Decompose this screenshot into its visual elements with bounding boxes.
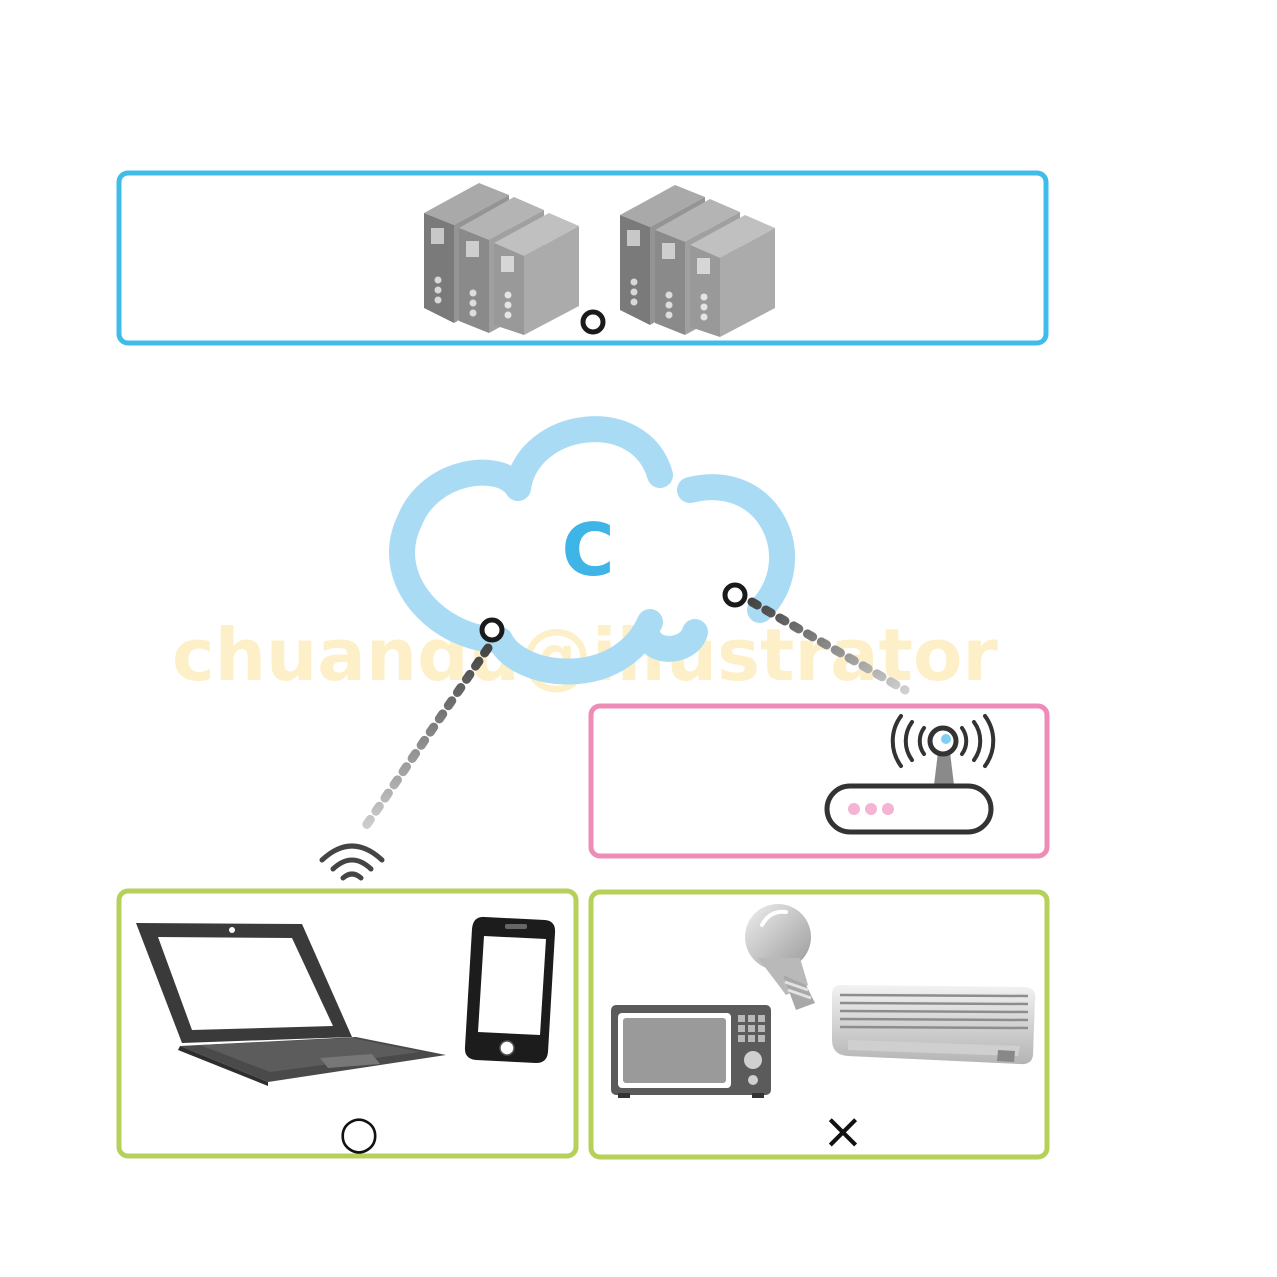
laptop-icon: [136, 923, 446, 1086]
watermark: chuandu@illustrator: [172, 613, 998, 697]
microwave-icon: [611, 1005, 771, 1098]
server-rack-icon: [620, 185, 775, 337]
connection-node-icon: [583, 312, 603, 332]
air-conditioner-icon: [832, 985, 1036, 1065]
cloud-label: C: [562, 508, 615, 592]
appliances-panel: [588, 889, 1050, 1160]
allowed-mark: ○: [339, 1105, 379, 1159]
router-panel: [588, 703, 1050, 859]
not-allowed-mark: ×: [822, 1102, 864, 1160]
server-rack-icon: [424, 183, 579, 335]
wifi-router-icon: [824, 714, 996, 835]
connection-node-icon: [725, 585, 745, 605]
wifi-signal-icon: [319, 843, 385, 881]
server-panel: [116, 170, 1049, 346]
connection-node-icon: [482, 620, 502, 640]
connection-line: [747, 597, 910, 695]
mobile-devices-panel: [116, 888, 579, 1159]
cloud-icon: [389, 416, 796, 685]
light-bulb-icon: [745, 904, 815, 1010]
smartphone-icon: [464, 916, 556, 1063]
connection-line: [358, 643, 493, 835]
